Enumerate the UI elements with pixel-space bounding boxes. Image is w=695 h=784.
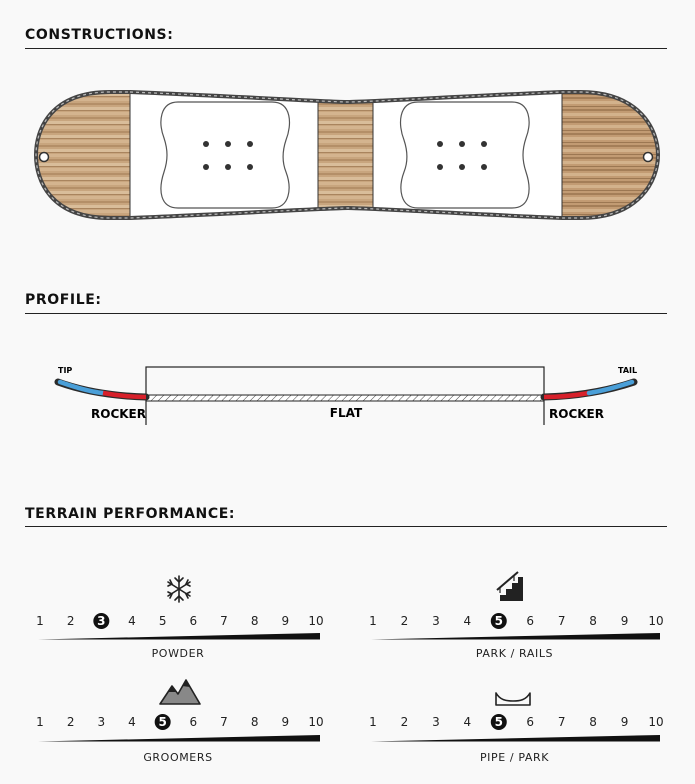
- rating-marker: [490, 714, 507, 730]
- scale-number: 3: [432, 614, 440, 628]
- rating-marker: [154, 714, 171, 730]
- scale-number: 4: [128, 614, 136, 628]
- snowflake-icon: [167, 575, 191, 603]
- scale-number: 2: [401, 614, 409, 628]
- scale-number: 9: [282, 715, 290, 729]
- scale-number: 4: [464, 614, 472, 628]
- scale-number: 4: [464, 715, 472, 729]
- terrain-label: GROOMERS: [143, 751, 212, 764]
- intensity-wedge: [371, 633, 660, 640]
- stairs-rail-icon: [496, 571, 523, 601]
- scale-number: 7: [220, 715, 228, 729]
- scale-number: 2: [67, 715, 75, 729]
- tip-label: TIP: [58, 366, 72, 375]
- scale-number: 2: [401, 715, 409, 729]
- scale-number: 10: [308, 715, 323, 729]
- constructions-title: CONSTRUCTIONS:: [25, 27, 174, 43]
- rocker-left-label: ROCKER: [91, 407, 146, 421]
- intensity-wedge: [38, 633, 320, 640]
- halfpipe-icon: [495, 692, 531, 706]
- scale-number: 10: [648, 614, 663, 628]
- terrain-label: POWDER: [152, 647, 205, 660]
- profile-divider: [25, 313, 667, 314]
- scale-number: 5: [158, 715, 166, 729]
- flat-zone-outline: [145, 366, 545, 398]
- scale-number: 9: [282, 614, 290, 628]
- scale-number: 2: [67, 614, 75, 628]
- scale-number: 4: [128, 715, 136, 729]
- mountains-icon: [159, 679, 201, 705]
- scale-number: 3: [98, 715, 106, 729]
- rating-marker: [490, 613, 507, 629]
- terrain-label: PARK / RAILS: [476, 647, 553, 660]
- scale-number: 8: [589, 614, 597, 628]
- tip-segment: [57, 379, 106, 396]
- intensity-wedge: [38, 735, 320, 742]
- left-rocker-segment: [102, 390, 147, 400]
- terrain-label: PIPE / PARK: [480, 751, 549, 764]
- rating-marker: [93, 613, 110, 629]
- scale-number: 7: [220, 614, 228, 628]
- scale-number: 1: [369, 715, 377, 729]
- scale-number: 3: [432, 715, 440, 729]
- scale-number: 8: [251, 715, 259, 729]
- rocker-right-label: ROCKER: [549, 407, 604, 421]
- scale-number: 6: [190, 614, 198, 628]
- profile-title: PROFILE:: [25, 292, 102, 308]
- scale-number: 5: [159, 614, 167, 628]
- scale-number: 6: [526, 715, 534, 729]
- scale-number: 1: [369, 614, 377, 628]
- scale-number: 1: [36, 715, 44, 729]
- scale-number: 7: [558, 614, 566, 628]
- scale-number: 5: [495, 614, 503, 628]
- scale-number: 8: [251, 614, 259, 628]
- scale-number: 5: [495, 715, 503, 729]
- scale-number: 10: [648, 715, 663, 729]
- scale-number: 8: [589, 715, 597, 729]
- tail-label: TAIL: [618, 366, 637, 375]
- scale-number: 7: [558, 715, 566, 729]
- terrain-divider: [25, 526, 667, 527]
- scale-number: 9: [621, 614, 629, 628]
- terrain-title: TERRAIN PERFORMANCE:: [25, 506, 236, 522]
- flat-label: FLAT: [330, 406, 363, 420]
- scale-number: 3: [97, 614, 105, 628]
- scale-number: 10: [308, 614, 323, 628]
- scale-number: 6: [190, 715, 198, 729]
- scale-number: 9: [621, 715, 629, 729]
- right-rocker-segment: [543, 390, 590, 400]
- intensity-wedge: [371, 735, 660, 742]
- board-profile-diagram: TIP TAIL ROCKER FLAT ROCKER: [54, 366, 638, 425]
- scale-number: 6: [526, 614, 534, 628]
- scale-number: 1: [36, 614, 44, 628]
- board-construction-diagram: [33, 90, 661, 220]
- constructions-divider: [25, 48, 667, 49]
- tail-segment: [586, 379, 635, 396]
